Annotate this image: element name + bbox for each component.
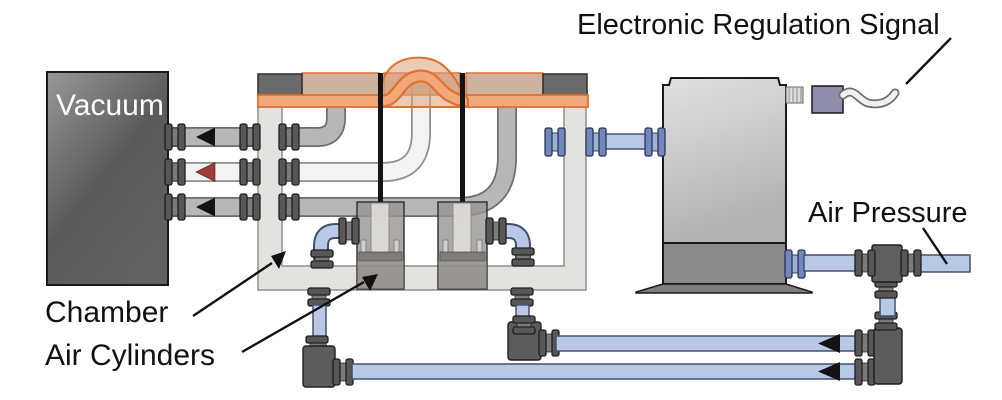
air-pressure-inlet-tube: [918, 254, 971, 273]
supply-tube-lower: [351, 363, 859, 380]
clamp-plate-segment: [301, 72, 380, 96]
clamp-block-right: [542, 73, 588, 96]
supply-elbow-tube: [487, 225, 529, 258]
membrane-layer-right: [461, 94, 589, 108]
regulator-flange: [635, 283, 813, 294]
signal-connector: [811, 85, 844, 114]
label-air-cylinders: Air Cylinders: [45, 339, 215, 372]
supply-tube-upper: [555, 335, 858, 352]
signal-connector-group: [811, 85, 900, 114]
vacuum-flow-arrow-middle-red: [195, 162, 216, 182]
pointer-arrowhead-air-cylinders: [362, 274, 378, 291]
membrane-wave: [382, 71, 467, 106]
membrane-layer-left: [257, 94, 384, 108]
vacuum-label: Vacuum: [56, 89, 164, 122]
vacuum-pump: Vacuum: [46, 71, 169, 286]
flow-arrow: [818, 334, 840, 353]
threaded-stub: [785, 86, 804, 104]
elbow-fitting: [302, 345, 336, 388]
chamber-regulator-line: [544, 127, 666, 157]
pilot-tube: [603, 133, 648, 150]
pointer-arrowhead-chamber: [271, 251, 286, 269]
pointer-line-air-pressure: [922, 227, 948, 265]
supply-elbow-tube: [315, 225, 357, 260]
flow-arrow: [818, 362, 840, 381]
vacuum-flow-arrow-top: [196, 127, 215, 147]
regulator-body: [662, 77, 787, 244]
label-electronic-regulation-signal: Electronic Regulation Signal: [577, 9, 940, 41]
label-air-pressure: Air Pressure: [808, 197, 968, 229]
clamp-plate-segment: [465, 72, 544, 96]
tee-fitting: [871, 244, 903, 283]
annotations: Electronic Regulation Signal Air Pressur…: [45, 9, 968, 372]
regulator-output: [784, 244, 971, 283]
pointer-line-chamber: [192, 262, 273, 317]
cylinder-supply-right: [485, 217, 560, 361]
regulator-base: [662, 242, 787, 285]
piston: [358, 251, 403, 262]
piston: [439, 251, 486, 262]
air-cylinder-left: [356, 201, 405, 290]
pointer-line-air-cylinders: [241, 280, 365, 354]
label-chamber: Chamber: [45, 296, 168, 329]
signal-cable: [840, 89, 898, 107]
vacuum-flow-arrow-bottom: [196, 197, 215, 217]
tube-fitting: [164, 123, 186, 151]
air-cylinder-right: [437, 201, 488, 290]
output-tube: [803, 254, 858, 272]
riser-tube: [879, 295, 896, 317]
actuator-rod-right: [460, 73, 465, 209]
membrane-assembly: [257, 56, 589, 108]
cylinder-supply-left: [302, 217, 360, 388]
vacuum-lines: [164, 80, 517, 221]
actuator-rod-left: [378, 73, 383, 209]
clamp-block-left: [257, 73, 303, 96]
double-elbow-fitting: [873, 327, 903, 385]
actuator-rods: [378, 73, 465, 209]
pressure-regulator: [635, 77, 813, 294]
pointer-line-signal: [905, 37, 952, 85]
supply-manifold: [351, 279, 903, 386]
vacuum-box: [46, 71, 169, 286]
